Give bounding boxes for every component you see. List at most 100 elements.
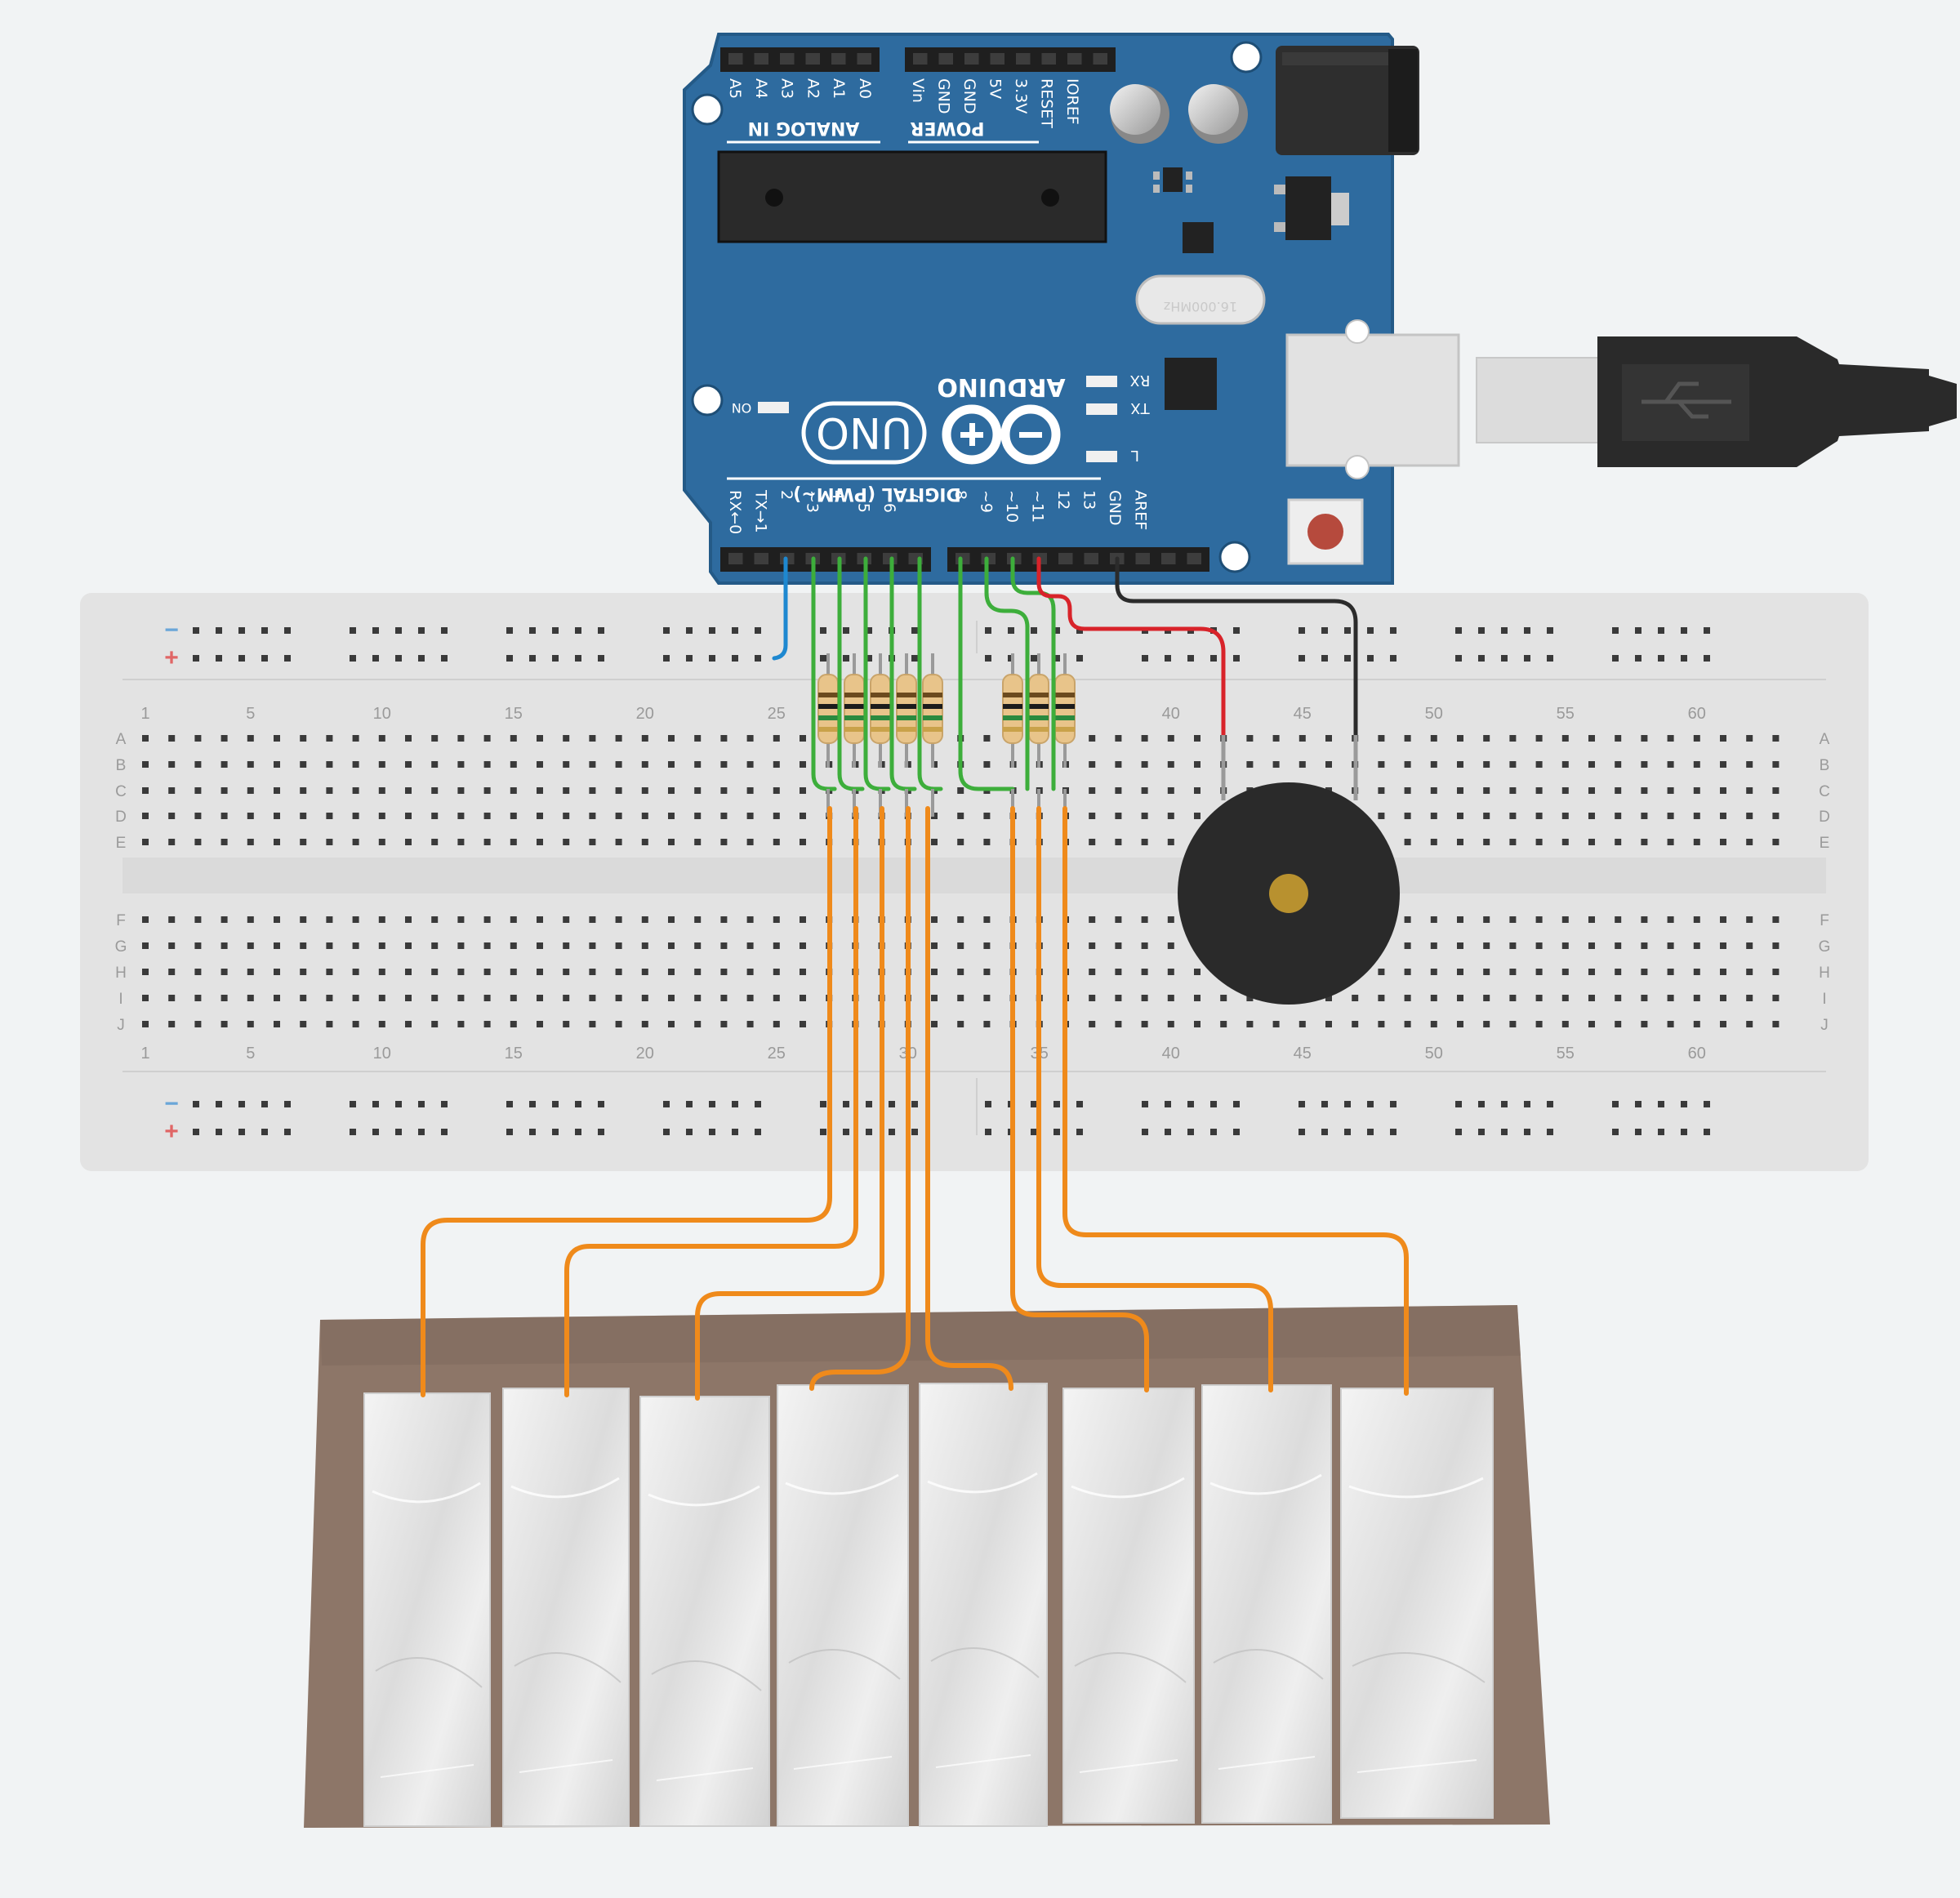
breadboard-hole bbox=[1272, 1021, 1280, 1027]
breadboard-hole bbox=[694, 916, 702, 923]
breadboard-hole bbox=[800, 995, 806, 1001]
foil-key[interactable] bbox=[1340, 1388, 1494, 1819]
crystal-oscillator: 16.000MHz bbox=[1135, 274, 1266, 325]
breadboard-hole bbox=[668, 942, 675, 949]
header-pin[interactable] bbox=[938, 53, 954, 65]
breadboard-hole bbox=[1378, 969, 1385, 975]
header-pin[interactable] bbox=[990, 53, 1005, 65]
breadboard-hole bbox=[247, 735, 254, 742]
header-pin[interactable] bbox=[728, 53, 743, 65]
breadboard-hole bbox=[1561, 787, 1569, 794]
foil-key[interactable] bbox=[1201, 1384, 1332, 1824]
rail-hole bbox=[1210, 1101, 1217, 1107]
column-number: 60 bbox=[1688, 1045, 1706, 1063]
header-pin[interactable] bbox=[780, 53, 795, 65]
header-pin[interactable] bbox=[754, 553, 769, 564]
breadboard-hole bbox=[1352, 995, 1359, 1001]
analog-header[interactable] bbox=[720, 47, 880, 72]
rail-hole bbox=[552, 1129, 559, 1135]
breadboard-hole bbox=[220, 969, 228, 975]
breadboard-hole bbox=[1089, 735, 1096, 742]
rail-hole bbox=[1165, 655, 1171, 662]
rail-hole bbox=[709, 1101, 715, 1107]
rail-plus-bottom: + bbox=[164, 1118, 179, 1145]
breadboard-hole bbox=[300, 942, 307, 949]
breadboard-hole bbox=[1535, 787, 1543, 794]
foil-key[interactable] bbox=[777, 1384, 909, 1827]
breadboard-hole bbox=[1089, 787, 1096, 794]
power-header[interactable] bbox=[905, 47, 1116, 72]
rail-hole bbox=[1612, 655, 1619, 662]
breadboard-hole bbox=[1089, 995, 1096, 1001]
rail-hole bbox=[732, 627, 738, 634]
rail-hole bbox=[418, 1101, 425, 1107]
header-pin[interactable] bbox=[1058, 553, 1073, 564]
usb-cable bbox=[1476, 336, 1957, 467]
header-pin[interactable] bbox=[964, 53, 979, 65]
digital-header-low[interactable] bbox=[720, 547, 931, 572]
foil-key[interactable] bbox=[639, 1396, 770, 1827]
foil-key[interactable] bbox=[502, 1388, 630, 1827]
breadboard-hole bbox=[1404, 735, 1411, 742]
breadboard-hole bbox=[510, 787, 517, 794]
breadboard-hole bbox=[431, 813, 439, 819]
breadboard-hole bbox=[1561, 995, 1569, 1001]
header-pin[interactable] bbox=[956, 553, 970, 564]
capacitor bbox=[1110, 84, 1248, 144]
l-led-label: L bbox=[1131, 447, 1139, 464]
breadboard-hole bbox=[1746, 813, 1753, 819]
breadboard-hole bbox=[168, 787, 176, 794]
digital-header-high[interactable] bbox=[947, 547, 1209, 572]
piezo-buzzer[interactable] bbox=[1178, 735, 1400, 1005]
breadboard-hole bbox=[537, 916, 543, 923]
header-pin[interactable] bbox=[857, 53, 872, 65]
power-jack bbox=[1276, 46, 1419, 155]
header-pin[interactable] bbox=[1067, 53, 1082, 65]
rail-hole bbox=[1367, 1129, 1374, 1135]
breadboard-hole bbox=[142, 1021, 149, 1027]
breadboard-hole bbox=[1667, 942, 1674, 949]
foil-key[interactable] bbox=[363, 1392, 491, 1827]
foil-key[interactable] bbox=[1062, 1388, 1195, 1824]
breadboard-hole bbox=[1115, 995, 1122, 1001]
rail-hole bbox=[193, 1101, 199, 1107]
breadboard-hole bbox=[641, 969, 648, 975]
breadboard-hole bbox=[1615, 916, 1622, 923]
breadboard-hole bbox=[168, 761, 176, 768]
breadboard-hole bbox=[1615, 995, 1622, 1001]
breadboard-hole bbox=[720, 916, 728, 923]
breadboard-hole bbox=[537, 735, 543, 742]
breadboard-hole bbox=[1115, 787, 1122, 794]
header-pin[interactable] bbox=[1041, 53, 1057, 65]
header-pin[interactable] bbox=[1093, 53, 1108, 65]
breadboard-hole bbox=[589, 761, 596, 768]
breadboard-hole bbox=[483, 813, 491, 819]
header-pin[interactable] bbox=[831, 53, 846, 65]
header-pin[interactable] bbox=[1161, 553, 1176, 564]
breadboard-hole bbox=[1141, 813, 1148, 819]
header-pin[interactable] bbox=[805, 53, 821, 65]
wire-pin-8 bbox=[958, 556, 1015, 791]
foil-key[interactable] bbox=[919, 1383, 1048, 1827]
breadboard-hole bbox=[247, 813, 254, 819]
pin-label: AREF bbox=[1132, 490, 1150, 530]
header-pin[interactable] bbox=[728, 553, 743, 564]
breadboard-hole bbox=[957, 839, 964, 845]
header-pin[interactable] bbox=[1084, 553, 1099, 564]
header-pin[interactable] bbox=[1135, 553, 1151, 564]
rail-hole bbox=[238, 655, 245, 662]
rail-hole bbox=[1054, 655, 1060, 662]
column-number: 55 bbox=[1557, 1045, 1575, 1063]
header-pin[interactable] bbox=[913, 53, 928, 65]
header-pin[interactable] bbox=[1016, 53, 1031, 65]
reset-button[interactable] bbox=[1287, 498, 1364, 565]
breadboard-hole bbox=[1641, 995, 1648, 1001]
column-number: 25 bbox=[768, 705, 786, 723]
column-number: 5 bbox=[246, 705, 255, 723]
header-pin[interactable] bbox=[1187, 553, 1202, 564]
header-pin[interactable] bbox=[754, 53, 769, 65]
rail-hole bbox=[284, 1129, 291, 1135]
rail-hole bbox=[1076, 1101, 1083, 1107]
